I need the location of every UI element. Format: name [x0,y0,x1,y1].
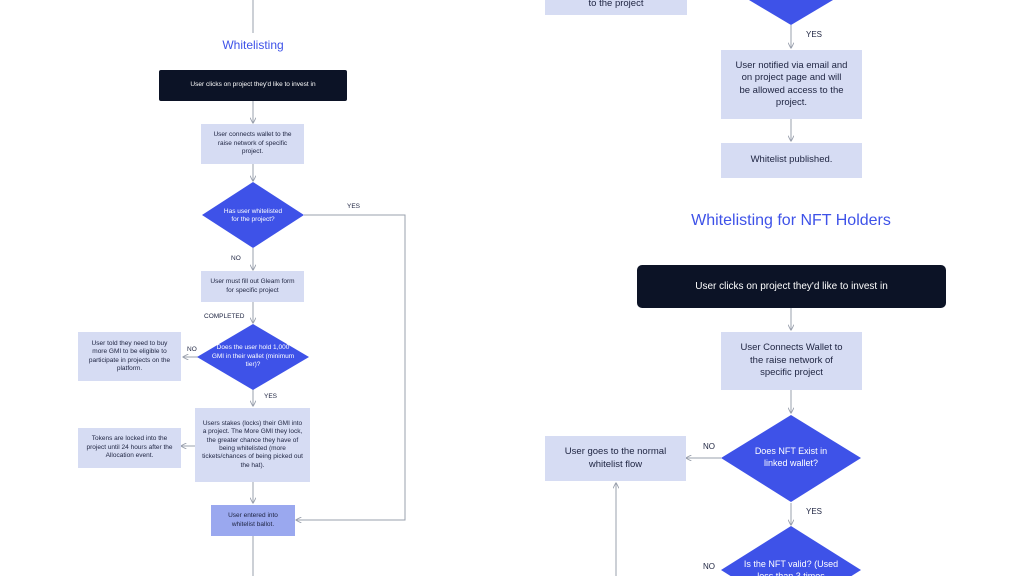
decision-top-shape [749,0,833,25]
label-no-whitelisted: NO [231,255,241,262]
right-normal-flow-node: User goes to the normal whitelist flow [545,436,686,481]
decision-hold-shape [197,324,309,390]
decision-valid-text: Is the NFT valid? (Used less than 3 time… [743,559,839,581]
decision-valid-shape [721,526,861,576]
label-completed: COMPLETED [204,313,245,320]
label-yes-whitelisted: YES [347,203,361,210]
decision-whitelisted-text: Has user whitelisted for the project? [223,207,283,223]
right-published-node: Whitelist published. [721,143,862,178]
right-flow-title: Whitelisting for NFT Holders [691,212,891,229]
left-tokens-locked-node: Tokens are locked into the project until… [78,428,181,468]
left-ballot-node: User entered into whitelist ballot. [211,505,295,536]
left-stake-node: Users stakes (locks) their GMI into a pr… [195,408,310,482]
left-connect-wallet-node: User connects wallet to the raise networ… [201,124,304,164]
label-no-valid: NO [703,562,715,571]
right-start-node: User clicks on project they'd like to in… [637,265,946,308]
decision-whitelisted-shape [202,182,304,248]
left-flow-title: Whitelisting [222,38,284,52]
label-no-nft: NO [703,442,715,451]
label-yes-nft: YES [806,507,823,516]
left-gleam-form-node: User must fill out Gleam form for specif… [201,271,304,302]
decision-nft-text: Does NFT Exist in linked wallet? [754,446,828,468]
left-buy-more-node: User told they need to buy more GMI to b… [78,332,181,381]
label-yes-hold: YES [264,393,278,400]
label-yes-top: YES [806,30,823,39]
right-notified-node: User notified via email and on project p… [721,50,862,119]
right-connect-wallet-node: User Connects Wallet to the raise networ… [721,332,862,390]
decision-nft-shape [721,415,861,502]
decision-hold-text: Does the user hold 1,000 GMI in their wa… [211,344,295,369]
label-no-hold: NO [187,346,197,353]
right-partial-box: to the project [545,0,687,15]
left-start-node: User clicks on project they'd like to in… [159,70,347,101]
